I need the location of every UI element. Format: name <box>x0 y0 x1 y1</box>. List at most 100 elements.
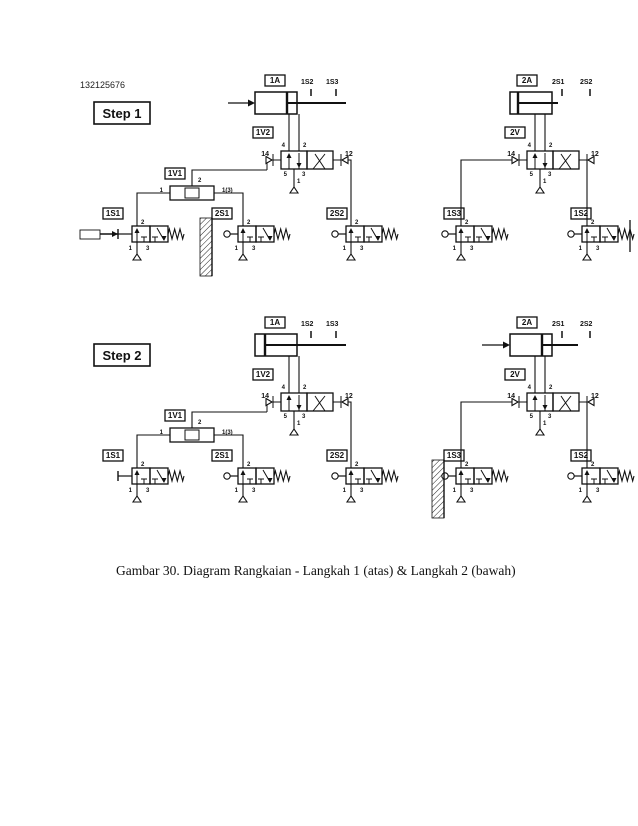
main-valve-1v2-port-3: 3 <box>302 172 306 178</box>
valve-1v2-tag: 1V2 <box>252 126 274 139</box>
signal-valve-1s2-port-2: 2 <box>591 220 595 226</box>
cylinder-1a-tag-text: 1A <box>270 76 280 85</box>
main-valve-2v-port-4: 4 <box>528 385 532 391</box>
wall-2s1 <box>199 217 213 277</box>
valve-1v1-tag: 1V1 <box>164 167 186 180</box>
valve-1s3-tag-text: 1S3 <box>447 451 462 460</box>
valve-2s1-tag-text: 2S1 <box>215 451 230 460</box>
valve-1s3-tag: 1S3 <box>443 207 465 220</box>
signal-valve-2s1-port-3: 3 <box>252 488 256 494</box>
label-1s2: 1S2 <box>301 321 314 328</box>
wall-1s3 <box>431 459 445 519</box>
valve-1v1-tag: 1V1 <box>164 409 186 422</box>
main-valve-2v-port-5: 5 <box>530 172 534 178</box>
main-valve-1v2-port-14: 14 <box>261 393 269 400</box>
main-valve-1v2-port-4: 4 <box>282 143 286 149</box>
main-valve-1v2-port-12: 12 <box>345 393 353 400</box>
signal-valve-1s2-port-1: 1 <box>579 246 583 252</box>
signal-valve-1s1-port-2: 2 <box>141 462 145 468</box>
valve-1v1-in-1: 1 <box>160 188 164 194</box>
signal-valve-1s3-port-2: 2 <box>465 462 469 468</box>
signal-valve-2s1-port-3: 3 <box>252 246 256 252</box>
cylinder-2a-tag-text: 2A <box>522 76 532 85</box>
valve-1s2-tag-text: 1S2 <box>574 209 589 218</box>
valve-1s1-tag: 1S1 <box>102 449 124 462</box>
valve-1v1-out: 2 <box>198 178 202 184</box>
cylinder-2a-tag: 2A <box>516 74 538 87</box>
signal-valve-2s1-port-1: 1 <box>235 488 239 494</box>
main-valve-1v2-port-12: 12 <box>345 151 353 158</box>
valve-1s2-tag: 1S2 <box>570 207 592 220</box>
cylinder-1a <box>228 89 346 115</box>
cylinder-2a <box>482 331 591 357</box>
valve-2s1-tag-text: 2S1 <box>215 209 230 218</box>
signal-valve-1s1-port-3: 3 <box>146 246 150 252</box>
signal-valve-1s3-port-1: 1 <box>453 246 457 252</box>
valve-2s2-tag: 2S2 <box>326 207 348 220</box>
main-valve-2v-port-5: 5 <box>530 414 534 420</box>
signal-valve-1s3-port-1: 1 <box>453 488 457 494</box>
valve-1v2-tag-text: 1V2 <box>256 128 271 137</box>
cylinder-1a-tag-text: 1A <box>270 318 280 327</box>
signal-valve-1s2: 2 1 3 <box>567 220 635 261</box>
label-2s1: 2S1 <box>552 79 565 86</box>
signal-valve-2s1: 2 1 3 <box>223 462 291 503</box>
valve-1s3-tag-text: 1S3 <box>447 209 462 218</box>
main-valve-2v-port-4: 4 <box>528 143 532 149</box>
valve-1v1-tag-text: 1V1 <box>168 169 183 178</box>
signal-valve-1s2-port-1: 1 <box>579 488 583 494</box>
valve-2v-tag: 2V <box>504 126 526 139</box>
cylinder-2a-tag: 2A <box>516 316 538 329</box>
signal-valve-2s1: 2 1 3 <box>223 220 291 261</box>
main-valve-2v-port-14: 14 <box>507 151 515 158</box>
signal-valve-2s1-port-2: 2 <box>247 220 251 226</box>
main-valve-1v2-port-1: 1 <box>297 179 301 185</box>
signal-valve-1s3-port-2: 2 <box>465 220 469 226</box>
cylinder-1a-tag: 1A <box>264 316 286 329</box>
signal-valve-1s3: 2 1 3 <box>441 462 509 503</box>
valve-2s2-tag-text: 2S2 <box>330 451 345 460</box>
valve-2v-tag-text: 2V <box>510 370 520 379</box>
label-1s2: 1S2 <box>301 79 314 86</box>
signal-valve-1s1-port-2: 2 <box>141 220 145 226</box>
signal-valve-2s2-port-1: 1 <box>343 488 347 494</box>
signal-valve-1s3-port-3: 3 <box>470 488 474 494</box>
signal-valve-2s1-port-1: 1 <box>235 246 239 252</box>
main-valve-2v-port-3: 3 <box>548 414 552 420</box>
label-2s2: 2S2 <box>580 321 593 328</box>
step-title: Step 1 <box>93 101 151 125</box>
main-valve-2v-port-1: 1 <box>543 421 547 427</box>
valve-2s2-tag-text: 2S2 <box>330 209 345 218</box>
main-valve-2v-port-12: 12 <box>591 393 599 400</box>
signal-valve-1s3-port-3: 3 <box>470 246 474 252</box>
hand-push-icon <box>79 229 118 240</box>
step-title-text: Step 1 <box>102 106 141 121</box>
label-1s3: 1S3 <box>326 321 339 328</box>
valve-1v1-out: 2 <box>198 420 202 426</box>
main-valve-1v2-port-5: 5 <box>284 172 288 178</box>
valve-2s1-tag: 2S1 <box>211 207 233 220</box>
valve-2s2-tag: 2S2 <box>326 449 348 462</box>
valve-1v1-tag-text: 1V1 <box>168 411 183 420</box>
shuttle-valve-1v1: 1 1(3) 2 <box>160 420 233 443</box>
cylinder-1a-tag: 1A <box>264 74 286 87</box>
main-valve-2v-port-2: 2 <box>549 143 553 149</box>
valve-1v1-in-2: 1(3) <box>222 430 233 436</box>
signal-valve-1s2-port-3: 3 <box>596 246 600 252</box>
signal-valve-2s2-port-1: 1 <box>343 246 347 252</box>
valve-1v1-in-1: 1 <box>160 430 164 436</box>
signal-valve-2s1-port-2: 2 <box>247 462 251 468</box>
